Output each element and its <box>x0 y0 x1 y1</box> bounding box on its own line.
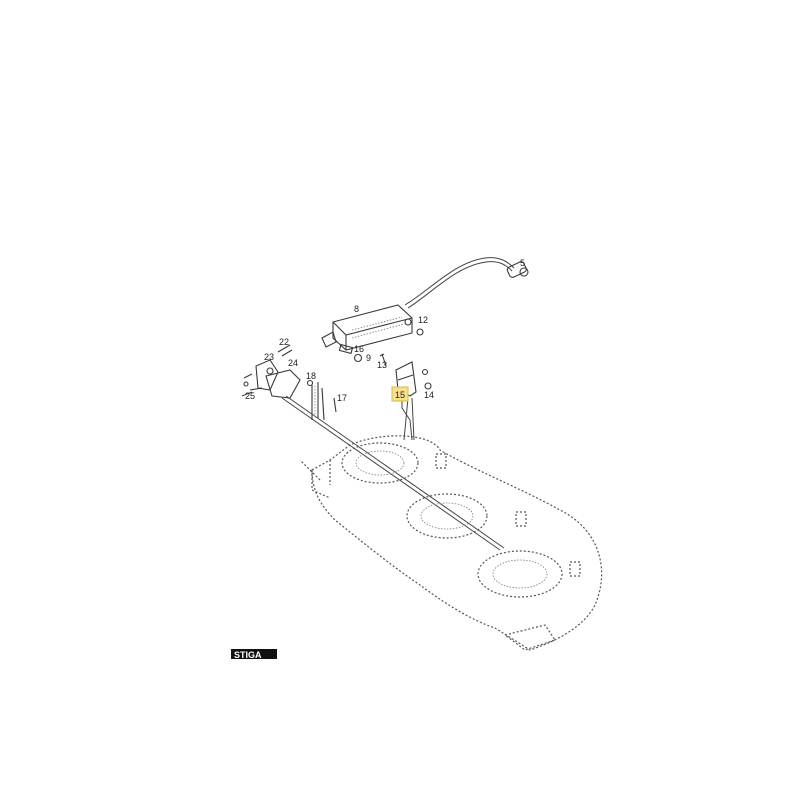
logo-text: STIGA <box>234 650 262 660</box>
brand-logo: STIGA <box>231 649 277 660</box>
vertical-link <box>403 397 415 441</box>
leader-lines <box>241 391 413 441</box>
sensor-connector-part <box>506 261 529 278</box>
callout-23: 23 <box>264 352 274 362</box>
cable <box>404 257 515 306</box>
connecting-rod-edge <box>285 395 505 549</box>
callout-14: 14 <box>424 390 434 400</box>
cable-inner <box>407 261 513 309</box>
callout-17: 17 <box>337 393 347 403</box>
callout-9: 9 <box>366 353 371 363</box>
callout-24: 24 <box>288 358 298 368</box>
callout-15: 15 <box>395 390 405 400</box>
callout-12: 12 <box>418 315 428 325</box>
callout-25: 25 <box>245 391 255 401</box>
callout-8: 8 <box>354 304 359 314</box>
callout-22: 22 <box>279 337 289 347</box>
highlight-box <box>391 386 409 402</box>
callout-13: 13 <box>377 360 387 370</box>
mower-deck-outline <box>299 435 603 651</box>
actuator-housing-part <box>321 304 413 351</box>
logo-background <box>231 649 277 659</box>
mounting-bracket-assembly <box>243 344 301 399</box>
callout-5: 5 <box>520 258 525 268</box>
small-hardware-parts <box>338 328 424 367</box>
connecting-rod <box>281 397 501 551</box>
callout-18: 18 <box>306 371 316 381</box>
callout-16: 16 <box>354 344 364 354</box>
highlighted-callout-15[interactable]: 15 <box>391 386 409 402</box>
